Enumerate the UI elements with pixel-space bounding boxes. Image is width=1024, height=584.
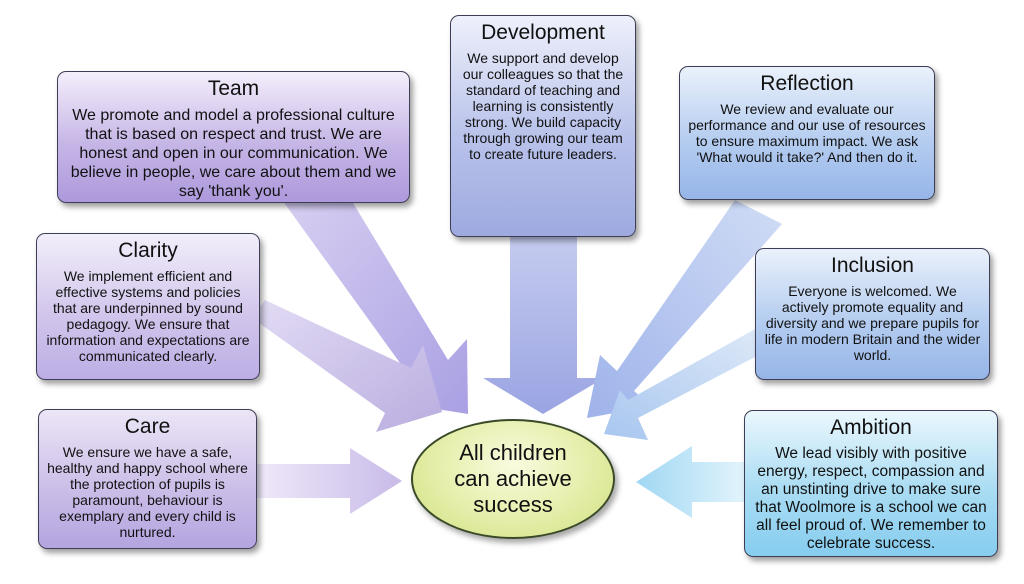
development-body: We support and develop our colleagues so… bbox=[462, 50, 624, 162]
reflection-box: Reflection We review and evaluate our pe… bbox=[679, 66, 935, 200]
inclusion-arrow bbox=[604, 328, 772, 440]
ambition-box: Ambition We lead visibly with positive e… bbox=[744, 410, 998, 557]
center-text: All children can achieve success bbox=[454, 440, 572, 517]
ambition-title: Ambition bbox=[830, 416, 912, 439]
clarity-arrow bbox=[252, 300, 442, 432]
care-body: We ensure we have a safe, healthy and ha… bbox=[47, 444, 248, 540]
team-body: We promote and model a professional cult… bbox=[70, 107, 397, 200]
team-title: Team bbox=[207, 77, 260, 100]
ambition-body: We lead visibly with positive energy, re… bbox=[755, 445, 987, 552]
care-box: Care We ensure we have a safe, healthy a… bbox=[38, 409, 257, 549]
clarity-title: Clarity bbox=[118, 239, 178, 262]
inclusion-body: Everyone is welcomed. We actively promot… bbox=[764, 283, 981, 363]
center-ellipse: All children can achieve success bbox=[411, 419, 615, 539]
development-title: Development bbox=[481, 21, 605, 44]
clarity-box: Clarity We implement efficient and effec… bbox=[36, 233, 260, 380]
care-arrow bbox=[257, 448, 402, 514]
development-box: Development We support and develop our c… bbox=[450, 15, 636, 237]
team-box: Team We promote and model a professional… bbox=[57, 71, 410, 203]
reflection-arrow bbox=[587, 200, 782, 418]
clarity-body: We implement efficient and effective sys… bbox=[46, 268, 250, 364]
ambition-arrow bbox=[636, 446, 746, 518]
inclusion-title: Inclusion bbox=[831, 254, 914, 277]
inclusion-box: Inclusion Everyone is welcomed. We activ… bbox=[755, 248, 990, 380]
reflection-title: Reflection bbox=[760, 72, 854, 95]
development-arrow bbox=[483, 237, 604, 414]
reflection-body: We review and evaluate our performance a… bbox=[688, 101, 926, 165]
care-title: Care bbox=[124, 415, 171, 438]
